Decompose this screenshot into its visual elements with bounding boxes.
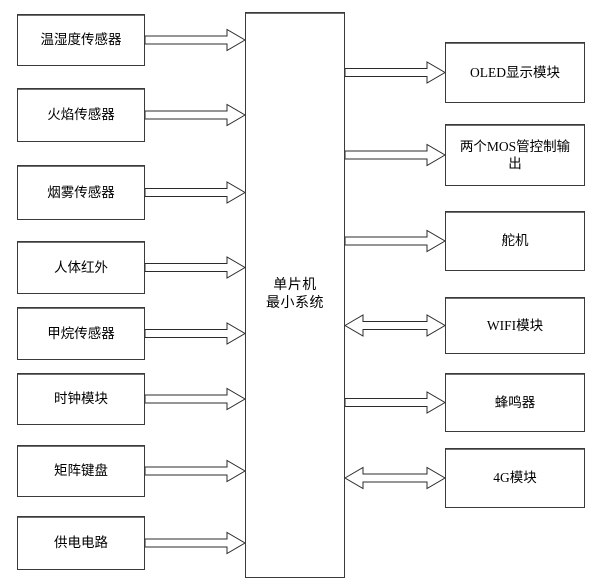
output-block-oled-display-module[interactable]: OLED显示模块 bbox=[445, 42, 585, 103]
input-block-power-supply-circuit[interactable]: 供电电路 bbox=[17, 516, 145, 570]
arrow-mcu-to-servo-motor bbox=[345, 231, 445, 252]
input-label-power-supply-circuit: 供电电路 bbox=[54, 535, 108, 551]
output-label-servo-motor: 舵机 bbox=[501, 233, 529, 249]
input-label-smoke-sensor: 烟雾传感器 bbox=[47, 184, 115, 200]
arrow-mcu-to-dual-mos-control-out bbox=[345, 145, 445, 166]
input-block-matrix-keypad[interactable]: 矩阵键盘 bbox=[17, 445, 145, 497]
input-block-flame-sensor[interactable]: 火焰传感器 bbox=[17, 88, 145, 142]
output-label-oled-display-module: OLED显示模块 bbox=[470, 64, 560, 80]
output-block-buzzer[interactable]: 蜂鸣器 bbox=[445, 373, 585, 432]
arrow-methane-sensor-to-mcu bbox=[145, 323, 245, 344]
arrow-temp-humidity-sensor-to-mcu bbox=[145, 30, 245, 51]
arrow-smoke-sensor-to-mcu bbox=[145, 182, 245, 203]
input-label-methane-sensor: 甲烷传感器 bbox=[47, 325, 115, 341]
output-label-buzzer: 蜂鸣器 bbox=[494, 394, 536, 410]
arrow-power-supply-circuit-to-mcu bbox=[145, 533, 245, 554]
input-block-clock-module[interactable]: 时钟模块 bbox=[17, 373, 145, 425]
input-label-clock-module: 时钟模块 bbox=[54, 391, 108, 407]
output-block-wifi-module[interactable]: WIFI模块 bbox=[445, 297, 585, 354]
arrow-mcu-to-buzzer bbox=[345, 392, 445, 413]
input-block-methane-sensor[interactable]: 甲烷传感器 bbox=[17, 307, 145, 360]
arrow-clock-module-to-mcu bbox=[145, 389, 245, 410]
output-block-module-4g[interactable]: 4G模块 bbox=[445, 448, 585, 508]
arrow-mcu-bidirectional-module-4g bbox=[345, 468, 445, 489]
mcu-minimum-system-block[interactable]: 单片机 最小系统 bbox=[245, 12, 345, 578]
arrow-mcu-bidirectional-wifi-module bbox=[345, 315, 445, 336]
output-label-dual-mos-control-out: 两个MOS管控制输 出 bbox=[459, 138, 571, 171]
output-block-dual-mos-control-out[interactable]: 两个MOS管控制输 出 bbox=[445, 124, 585, 186]
input-label-temp-humidity-sensor: 温湿度传感器 bbox=[40, 32, 122, 48]
output-block-servo-motor[interactable]: 舵机 bbox=[445, 211, 585, 271]
input-block-human-infrared[interactable]: 人体红外 bbox=[17, 241, 145, 294]
input-label-flame-sensor: 火焰传感器 bbox=[47, 107, 115, 123]
input-label-matrix-keypad: 矩阵键盘 bbox=[54, 463, 108, 479]
output-label-wifi-module: WIFI模块 bbox=[486, 317, 544, 333]
output-label-module-4g: 4G模块 bbox=[493, 470, 537, 486]
arrow-flame-sensor-to-mcu bbox=[145, 105, 245, 126]
arrow-matrix-keypad-to-mcu bbox=[145, 461, 245, 482]
input-block-temp-humidity-sensor[interactable]: 温湿度传感器 bbox=[17, 14, 145, 66]
arrow-human-infrared-to-mcu bbox=[145, 257, 245, 278]
input-block-smoke-sensor[interactable]: 烟雾传感器 bbox=[17, 165, 145, 220]
mcu-minimum-system-label: 单片机 最小系统 bbox=[266, 278, 324, 311]
input-label-human-infrared: 人体红外 bbox=[54, 259, 108, 275]
arrow-mcu-to-oled-display-module bbox=[345, 62, 445, 83]
